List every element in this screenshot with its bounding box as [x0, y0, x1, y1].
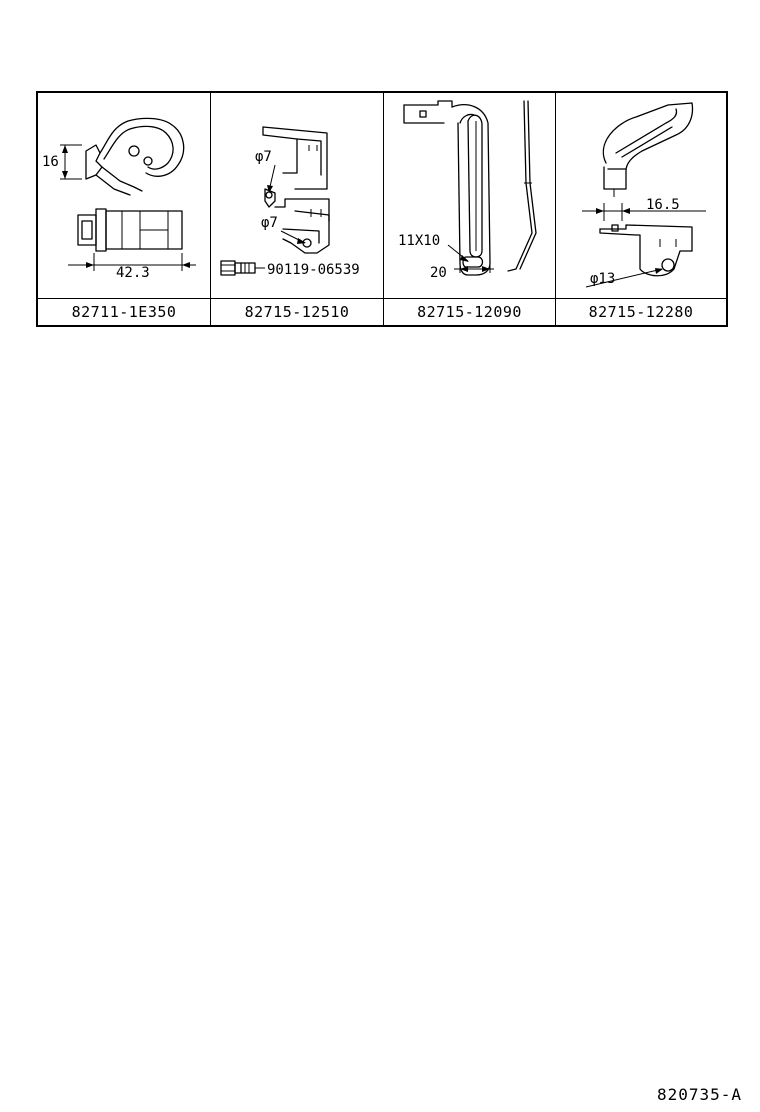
dimension-hole-upper: φ7	[255, 149, 272, 165]
bracket-drawing-1: φ7 φ7	[220, 126, 360, 278]
dimension-height: 16	[42, 154, 59, 170]
part-number-row: 82711-1E350 82715-12510 82715-12090 8271…	[38, 298, 726, 326]
part-cell-2: φ7 φ7	[210, 93, 383, 298]
dimension-length: 42.3	[116, 265, 150, 281]
parts-table: 16	[36, 91, 728, 327]
part-cell-1: 16	[38, 93, 210, 298]
part-number-label-1: 82711-1E350	[71, 303, 177, 321]
dimension-hole-lower: φ7	[261, 215, 278, 231]
dimension-width: 20	[430, 265, 447, 281]
dimension-offset: 16.5	[646, 197, 680, 213]
part-cell-3: 11X10 20	[383, 93, 555, 298]
bolt-part-number: 90119-06539	[267, 262, 360, 278]
bracket-drawing-3: 16.5 φ13	[582, 102, 706, 288]
bracket-drawing-2: 11X10 20	[398, 100, 537, 281]
part-number-label-3: 82715-12090	[383, 299, 555, 326]
dimension-slot: 11X10	[398, 233, 440, 249]
part-cell-4: 16.5 φ13	[555, 93, 726, 298]
dimension-hole: φ13	[590, 271, 615, 287]
part-number-label-4: 82715-12280	[555, 299, 726, 326]
page-code: 820735-A	[656, 1085, 742, 1104]
clip-drawing: 16	[42, 117, 196, 281]
part-number-label-2: 82715-12510	[210, 299, 383, 326]
